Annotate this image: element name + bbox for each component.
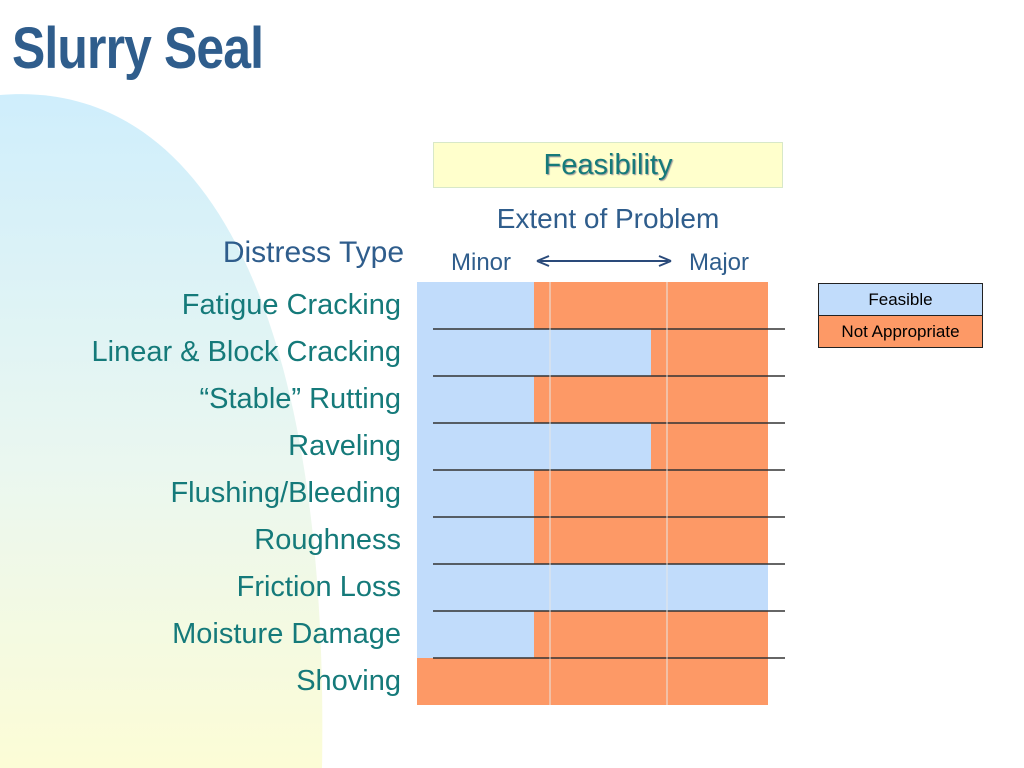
legend-not-appropriate: Not Appropriate — [819, 315, 982, 347]
feasibility-cell-feasible — [417, 517, 534, 564]
table-row: Flushing/Bleeding — [20, 470, 768, 517]
feasibility-cells — [417, 423, 768, 470]
table-row: Linear & Block Cracking — [20, 329, 768, 376]
feasibility-cell-not-appropriate — [417, 658, 534, 705]
feasibility-cell-not-appropriate — [534, 517, 651, 564]
feasibility-cell-feasible — [417, 611, 534, 658]
feasibility-cell-not-appropriate — [534, 611, 651, 658]
feasibility-cell-feasible — [417, 470, 534, 517]
feasibility-cells — [417, 329, 768, 376]
major-label: Major — [689, 249, 750, 276]
table-row: Friction Loss — [20, 564, 768, 611]
feasibility-cell-feasible — [417, 329, 534, 376]
legend-feasible: Feasible — [819, 284, 982, 315]
table-row: Moisture Damage — [20, 611, 768, 658]
feasibility-cell-not-appropriate — [651, 423, 768, 470]
table-row: “Stable” Rutting — [20, 376, 768, 423]
distress-label: Fatigue Cracking — [181, 289, 401, 321]
feasibility-cell-not-appropriate — [534, 376, 651, 423]
table-row: Shoving — [20, 658, 768, 705]
minor-label: Minor — [451, 249, 512, 276]
distress-label: Moisture Damage — [172, 618, 401, 650]
distress-label: Shoving — [296, 665, 401, 697]
feasibility-cell-feasible — [651, 564, 768, 611]
double-arrow-icon — [536, 255, 672, 267]
feasibility-cell-not-appropriate — [651, 329, 768, 376]
feasibility-cell-feasible — [417, 564, 534, 611]
feasibility-cell-not-appropriate — [651, 282, 768, 329]
feasibility-cell-feasible — [534, 564, 651, 611]
feasibility-cell-feasible — [417, 423, 534, 470]
table-row: Roughness — [20, 517, 768, 564]
feasibility-cell-feasible — [534, 329, 651, 376]
feasibility-header: Feasibility — [433, 142, 783, 188]
feasibility-cells — [417, 611, 768, 658]
feasibility-cells — [417, 564, 768, 611]
slide-title: Slurry Seal — [12, 16, 264, 81]
feasibility-cell-not-appropriate — [534, 658, 651, 705]
feasibility-cell-feasible — [417, 376, 534, 423]
feasibility-cell-not-appropriate — [534, 282, 651, 329]
distress-label: Linear & Block Cracking — [91, 336, 401, 368]
feasibility-cells — [417, 658, 768, 705]
feasibility-cell-not-appropriate — [651, 611, 768, 658]
distress-label: Friction Loss — [236, 571, 401, 603]
feasibility-cell-not-appropriate — [651, 376, 768, 423]
table-row: Raveling — [20, 423, 768, 470]
feasibility-cell-feasible — [417, 282, 534, 329]
feasibility-cell-not-appropriate — [651, 470, 768, 517]
feasibility-cells — [417, 470, 768, 517]
feasibility-cells — [417, 282, 768, 329]
distress-type-label: Distress Type — [222, 236, 404, 269]
distress-label: Flushing/Bleeding — [170, 477, 401, 509]
legend: Feasible Not Appropriate — [818, 283, 983, 348]
distress-label: “Stable” Rutting — [199, 383, 402, 415]
feasibility-cells — [417, 376, 768, 423]
feasibility-cell-not-appropriate — [651, 658, 768, 705]
extent-of-problem-label: Extent of Problem — [496, 203, 720, 234]
feasibility-cell-not-appropriate — [534, 470, 651, 517]
distress-label: Raveling — [288, 430, 401, 462]
feasibility-cell-feasible — [534, 423, 651, 470]
distress-label: Roughness — [254, 524, 401, 556]
feasibility-cells — [417, 517, 768, 564]
feasibility-cell-not-appropriate — [651, 517, 768, 564]
table-row: Fatigue Cracking — [20, 282, 768, 329]
